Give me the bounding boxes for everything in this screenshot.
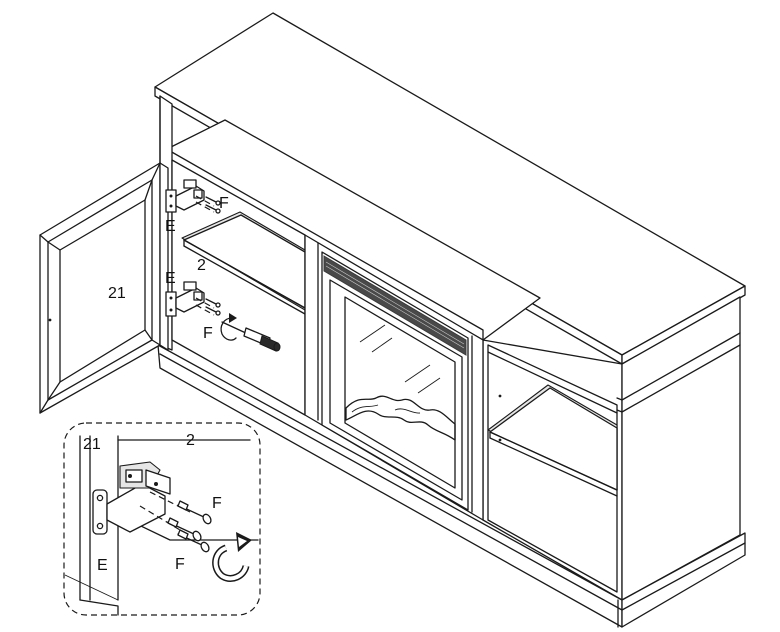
label-detail-screw-lower: F — [175, 556, 185, 573]
fireplace-logs — [345, 395, 456, 441]
tv-stand-cabinet — [154, 12, 746, 628]
label-screw-lower: F — [203, 325, 213, 342]
detail-screw-middle — [167, 517, 202, 542]
label-detail-hinge-part: E — [97, 557, 108, 574]
detail-screw-upper — [177, 500, 212, 525]
screwdriver-icon — [221, 321, 281, 352]
lower-hinge-assembly — [165, 281, 221, 317]
label-detail-door-part: 21 — [83, 436, 101, 453]
base-plinth-side — [621, 532, 746, 628]
fireplace-glass — [344, 296, 456, 489]
upper-hinge-assembly — [165, 179, 221, 214]
lower-screw-pair — [205, 298, 221, 316]
label-hinge-lower: E — [165, 270, 176, 287]
label-hinge-upper: E — [165, 218, 176, 235]
label-door-part: 21 — [108, 285, 126, 302]
fireplace-heater-grille — [323, 255, 467, 356]
detail-hinge-arm — [106, 483, 166, 533]
fireplace-insert — [321, 251, 469, 511]
detail-screw-lower — [177, 529, 210, 553]
upper-screw-pair — [205, 196, 221, 214]
label-detail-shelf-part: 2 — [186, 432, 195, 449]
detail-rotate-clockwise-arrow-icon — [212, 532, 252, 582]
top-panel-side-edge — [621, 285, 746, 365]
rotate-clockwise-arrow-icon — [220, 313, 237, 341]
label-screw-upper: F — [219, 195, 229, 212]
label-detail-screw-upper: F — [212, 495, 222, 512]
hinge-detail-callout — [63, 422, 261, 616]
label-shelf-part: 2 — [197, 257, 206, 274]
cabinet-door — [39, 162, 169, 414]
